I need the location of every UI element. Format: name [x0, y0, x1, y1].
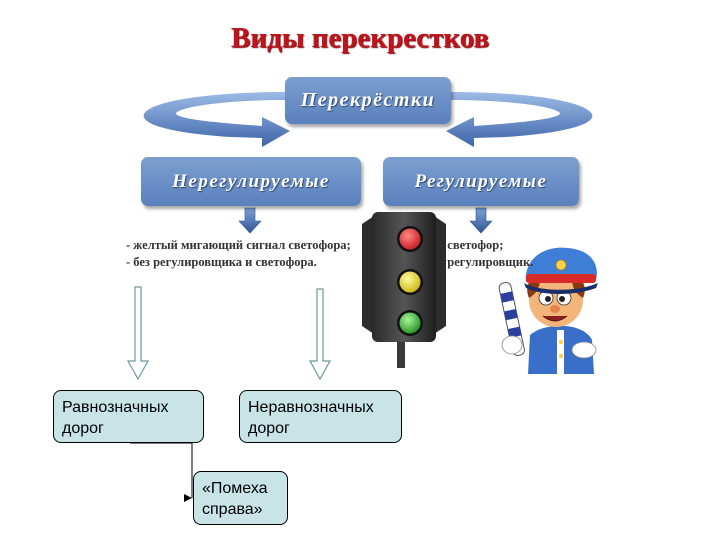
note-line: - регулировщик. — [440, 255, 534, 269]
node-right-hand-rule: «Помеха справа» — [193, 471, 288, 525]
node-label-line: «Помеха — [202, 480, 268, 497]
down-arrow-icon — [238, 207, 262, 234]
traffic-officer-illustration — [498, 247, 598, 374]
node-regulated: Регулируемые — [383, 157, 579, 206]
page-title: Виды перекрестков — [230, 22, 490, 54]
down-arrow-icon — [469, 207, 493, 234]
node-label-line: Равнозначных — [62, 399, 169, 416]
node-unregulated: Нерегулируемые — [141, 157, 361, 206]
hollow-down-arrow-icon — [126, 286, 150, 381]
note-line: - без регулировщика и светофора. — [126, 255, 317, 269]
node-label-line: дорог — [62, 420, 104, 437]
traffic-light-illustration — [362, 212, 446, 368]
note-line: - светофор; — [440, 238, 504, 252]
node-equal-roads: Равнозначных дорог — [53, 390, 204, 443]
unregulated-notes: - желтый мигающий сигнал светофора; - бе… — [126, 237, 351, 271]
swoosh-arrow-graphic — [143, 92, 593, 147]
node-label-line: дорог — [248, 420, 290, 437]
regulated-notes: - светофор; - регулировщик. — [440, 237, 533, 271]
note-line: - желтый мигающий сигнал светофора; — [126, 238, 351, 252]
node-intersections: Перекрёстки — [285, 77, 451, 124]
hollow-down-arrow-icon — [308, 288, 332, 381]
node-unequal-roads: Неравнозначных дорог — [239, 390, 402, 443]
connector-line — [130, 442, 193, 502]
node-label-line: справа» — [202, 501, 263, 518]
node-label-line: Неравнозначных — [248, 399, 374, 416]
